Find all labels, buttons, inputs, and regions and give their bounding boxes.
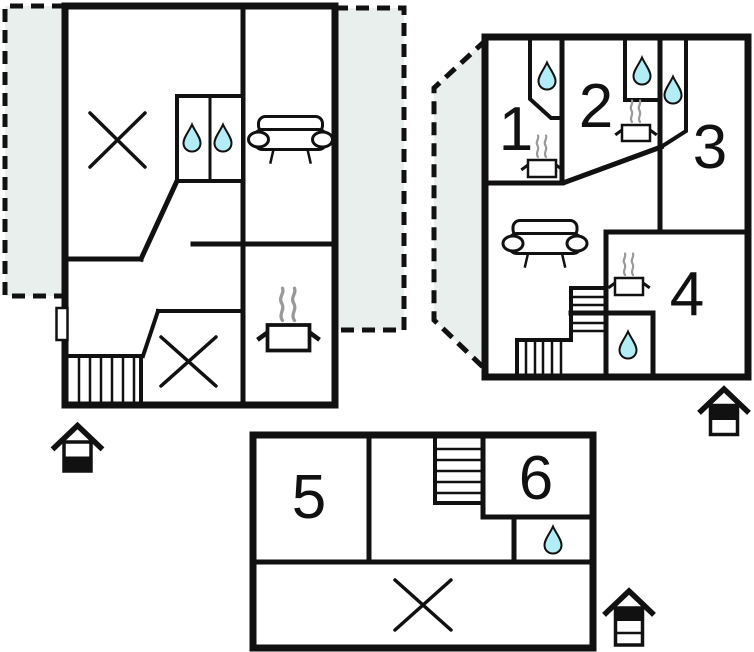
room-label-3: 3: [693, 113, 727, 182]
stove-pot-steam-icon: [607, 252, 651, 297]
terrace-dashed-area-left: [5, 6, 65, 296]
water-drop-icon: [663, 73, 683, 105]
stove-pot-steam-icon: [520, 134, 564, 179]
room-label-5: 5: [292, 463, 326, 532]
house-level-top-icon: [602, 587, 656, 647]
terrace-dashed-area-right: [335, 8, 404, 330]
water-drop-icon: [632, 54, 652, 86]
water-drop-icon: [537, 59, 557, 91]
room-label-6: 6: [519, 444, 553, 513]
sofa-icon: [501, 219, 589, 268]
interior-walls-secondary: [140, 308, 245, 359]
crossed-room-icon: [393, 578, 453, 632]
stairs-icon: [515, 286, 608, 379]
water-drop-icon: [543, 523, 563, 555]
entrance-door-icon: [55, 306, 69, 342]
stairs-icon: [66, 354, 143, 404]
interior-walls: [62, 3, 338, 408]
interior-walls-secondary: [528, 35, 688, 150]
wardrobe-basins: [175, 94, 245, 183]
room-label-4: 4: [670, 260, 704, 329]
water-drop-icon: [213, 121, 233, 153]
room-label-1: 1: [499, 95, 533, 164]
terrace-dashed-border: [431, 38, 488, 372]
sofa-icon: [247, 115, 334, 164]
stairs-icon: [433, 433, 485, 505]
outer-walls: [249, 431, 597, 652]
interior-walls: [250, 432, 596, 565]
house-level-lower-icon: [50, 421, 105, 473]
floor-plan-ground: [2, 2, 407, 473]
crossed-room-icon: [88, 111, 147, 169]
outer-walls: [481, 33, 752, 381]
terrace-dashed-border-left: [2, 3, 65, 299]
terrace-dashed-area: [434, 40, 486, 370]
stove-pot-steam-icon: [614, 99, 658, 143]
stove-pot-steam-icon: [256, 286, 321, 353]
crossed-room-icon: [159, 335, 218, 388]
house-level-upper-icon: [697, 385, 751, 437]
room-label-2: 2: [579, 72, 613, 141]
floor-plan-upper: 1 2 3 4: [431, 33, 752, 437]
terrace-dashed-border-right: [335, 5, 407, 333]
water-drop-icon: [182, 121, 202, 153]
water-drop-icon: [618, 328, 638, 360]
floor-plan-top-level: 5 6: [249, 431, 656, 652]
